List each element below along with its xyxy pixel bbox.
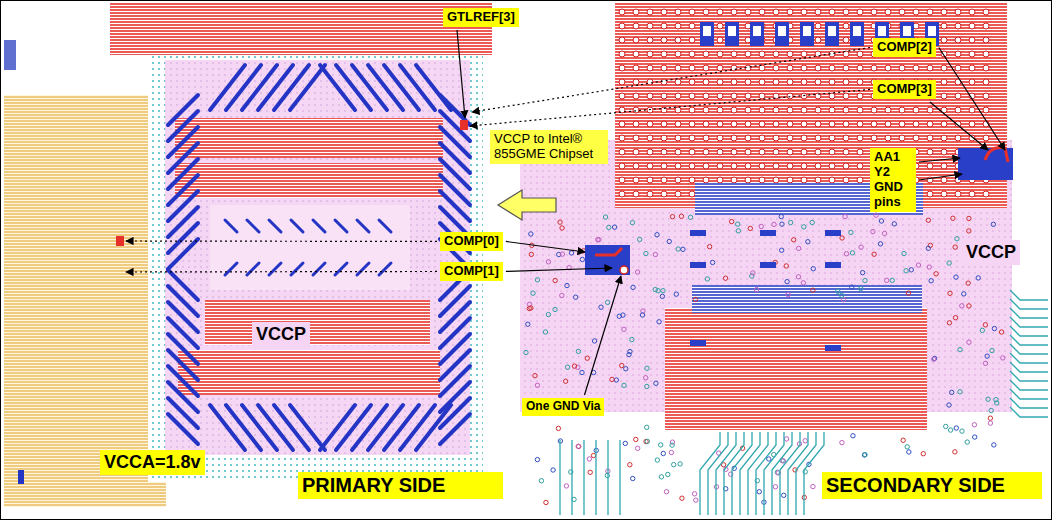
power-plane bbox=[615, 3, 1007, 208]
copper-block bbox=[175, 118, 443, 158]
signal-label: GTLREF[3] bbox=[443, 8, 519, 27]
blue-block bbox=[692, 285, 922, 313]
via-field bbox=[148, 52, 483, 482]
pad-hole bbox=[703, 26, 711, 36]
signal-label: VCCP bbox=[252, 322, 310, 347]
component-pad bbox=[700, 22, 714, 46]
leader-line bbox=[470, 89, 870, 126]
signal-label: One GND Via bbox=[522, 398, 604, 416]
gnd-pad bbox=[958, 148, 1013, 180]
direction-arrow bbox=[498, 190, 556, 220]
leader-line bbox=[472, 47, 870, 112]
copper-block bbox=[175, 163, 443, 198]
leader-line bbox=[126, 271, 437, 273]
comp-trace bbox=[595, 248, 622, 255]
pad-hole bbox=[728, 26, 736, 36]
signal-label: AA1 Y2 GND pins bbox=[870, 148, 916, 212]
leader-line bbox=[506, 268, 612, 271]
component-pad bbox=[800, 22, 814, 46]
leader-line bbox=[939, 47, 1005, 150]
pad-hole bbox=[828, 26, 836, 36]
pad-hole bbox=[928, 26, 936, 36]
component-pad bbox=[850, 22, 864, 46]
pad-hole bbox=[903, 26, 911, 36]
component-pad bbox=[750, 22, 764, 46]
leader-line bbox=[919, 174, 962, 180]
leader-line bbox=[457, 30, 465, 118]
pad-hole bbox=[803, 26, 811, 36]
leader-line bbox=[584, 276, 621, 395]
signal-label: VCCP to Intel® 855GME Chipset bbox=[490, 130, 608, 164]
copper-block bbox=[178, 350, 440, 395]
component-pad bbox=[775, 22, 789, 46]
pad-hole bbox=[853, 26, 861, 36]
vcca-plane bbox=[4, 95, 166, 507]
vccp-plane bbox=[165, 60, 470, 455]
pad-hole bbox=[778, 26, 786, 36]
leader-line bbox=[126, 240, 437, 242]
signal-traces bbox=[560, 290, 1048, 515]
signal-label: VCCP bbox=[962, 240, 1020, 265]
leader-line bbox=[919, 158, 960, 162]
edge-pad bbox=[4, 40, 16, 70]
copper-block bbox=[665, 308, 927, 430]
pad-hole bbox=[753, 26, 761, 36]
gnd-via bbox=[620, 266, 628, 274]
gnd-pad bbox=[585, 245, 630, 275]
signal-label: VCCA=1.8v bbox=[100, 450, 205, 475]
component-pad bbox=[725, 22, 739, 46]
short-traces bbox=[690, 230, 841, 351]
ball-pads bbox=[619, 9, 989, 197]
leader-line bbox=[930, 102, 988, 150]
component-pad bbox=[825, 22, 839, 46]
copper-block bbox=[205, 300, 430, 345]
leader-line bbox=[506, 241, 585, 252]
signal-label: COMP[1] bbox=[440, 262, 503, 281]
vccp-core bbox=[210, 205, 410, 290]
comp-pad bbox=[116, 236, 124, 246]
pad-hole bbox=[878, 26, 886, 36]
comp-pad bbox=[460, 120, 468, 130]
signal-label: COMP[0] bbox=[440, 232, 503, 251]
signal-label: COMP[3] bbox=[873, 80, 936, 99]
signal-label: PRIMARY SIDE bbox=[298, 472, 503, 499]
diagonal-traces bbox=[168, 65, 470, 450]
edge-pad bbox=[18, 470, 24, 484]
power-plane bbox=[110, 3, 492, 55]
signal-label: SECONDARY SIDE bbox=[822, 472, 1042, 499]
signal-label: COMP[2] bbox=[873, 38, 936, 57]
